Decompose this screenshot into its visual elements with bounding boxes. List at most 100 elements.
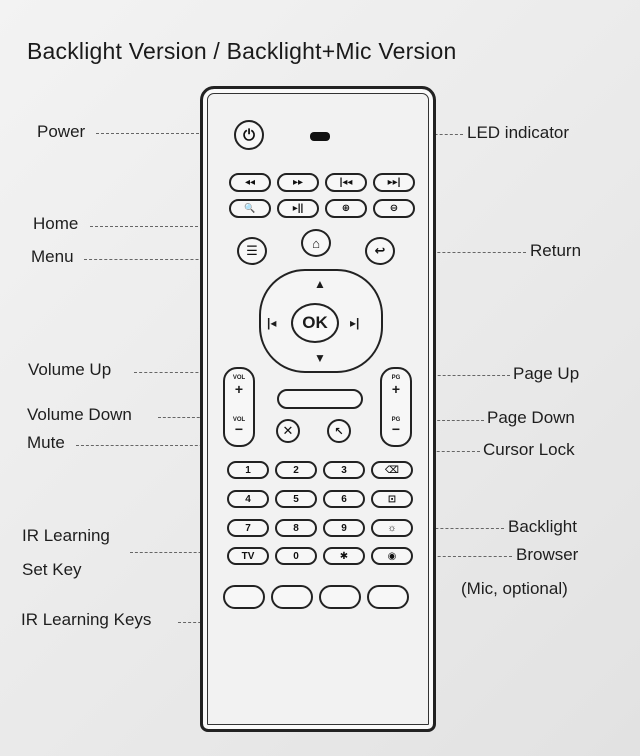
label-page-up: Page Up bbox=[513, 364, 580, 383]
remote-control: ⏻ ◂◂ ▸▸ |◂◂ ▸▸| 🔍 ▸|| ⊕ ⊖ ☰ ⌂ ↩ ▲ ▼ |◂ ▸… bbox=[200, 86, 436, 732]
ir-learning-key-1[interactable] bbox=[223, 585, 265, 609]
browser-icon: ◉ bbox=[387, 550, 397, 562]
leader-power bbox=[96, 133, 234, 134]
search-icon: 🔍 bbox=[244, 203, 256, 213]
leader-menu bbox=[84, 259, 234, 260]
volume-down-label: VOL bbox=[232, 417, 246, 423]
led-indicator bbox=[310, 132, 330, 141]
leader-volume-down bbox=[158, 417, 224, 418]
media-rewind-button[interactable]: ◂◂ bbox=[229, 173, 271, 192]
key-5[interactable]: 5 bbox=[275, 490, 317, 508]
menu-button[interactable]: ☰ bbox=[237, 237, 267, 265]
key-0[interactable]: 0 bbox=[275, 547, 317, 565]
label-ir-learning-set-2: Set Key bbox=[22, 560, 82, 579]
microphone-button[interactable] bbox=[277, 389, 363, 409]
key-3[interactable]: 3 bbox=[323, 461, 365, 479]
forward-icon: ▸▸ bbox=[292, 177, 304, 188]
label-home: Home bbox=[33, 214, 79, 233]
leader-return bbox=[392, 252, 526, 253]
key-9[interactable]: 9 bbox=[323, 519, 365, 537]
menu-icon: ☰ bbox=[246, 243, 258, 258]
cursor-lock-button[interactable]: ↖ bbox=[327, 419, 351, 443]
zoom-in-icon: ⊕ bbox=[341, 203, 351, 214]
label-menu: Menu bbox=[31, 247, 74, 266]
label-backlight: Backlight bbox=[508, 517, 577, 536]
leader-mute bbox=[76, 445, 282, 446]
leader-ir-set-key bbox=[130, 552, 226, 553]
volume-rocker[interactable]: VOL + VOL − bbox=[223, 367, 255, 447]
key-8[interactable]: 8 bbox=[275, 519, 317, 537]
label-ir-learning-set-1: IR Learning bbox=[22, 526, 110, 545]
search-button[interactable]: 🔍 bbox=[229, 199, 271, 218]
key-delete[interactable]: ⌫ bbox=[371, 461, 413, 479]
page-rocker[interactable]: PG + PG − bbox=[380, 367, 412, 447]
leader-backlight bbox=[400, 528, 504, 529]
leader-volume-up bbox=[134, 372, 224, 373]
dpad-left-icon: |◂ bbox=[267, 316, 277, 330]
dpad-right-icon: ▸| bbox=[350, 316, 360, 330]
label-cursor-lock: Cursor Lock bbox=[483, 440, 575, 459]
mute-button[interactable]: ✕ bbox=[276, 419, 300, 443]
leader-page-down bbox=[408, 420, 484, 421]
media-previous-button[interactable]: |◂◂ bbox=[325, 173, 367, 192]
leader-page-up bbox=[408, 375, 510, 376]
ir-learning-key-2[interactable] bbox=[271, 585, 313, 609]
previous-icon: |◂◂ bbox=[339, 177, 353, 188]
key-6[interactable]: 6 bbox=[323, 490, 365, 508]
mute-icon: ✕ bbox=[282, 423, 294, 438]
media-next-button[interactable]: ▸▸| bbox=[373, 173, 415, 192]
label-led-indicator: LED indicator bbox=[467, 123, 570, 142]
page-up-icon: + bbox=[391, 381, 401, 397]
media-forward-button[interactable]: ▸▸ bbox=[277, 173, 319, 192]
label-volume-up: Volume Up bbox=[28, 360, 112, 379]
return-button[interactable]: ↩ bbox=[365, 237, 395, 265]
ok-button[interactable]: OK bbox=[291, 303, 339, 343]
leader-home bbox=[90, 226, 308, 227]
key-4[interactable]: 4 bbox=[227, 490, 269, 508]
ir-learning-key-3[interactable] bbox=[319, 585, 361, 609]
zoom-out-button[interactable]: ⊖ bbox=[373, 199, 415, 218]
ir-learning-key-4[interactable] bbox=[367, 585, 409, 609]
key-2[interactable]: 2 bbox=[275, 461, 317, 479]
home-icon: ⌂ bbox=[312, 235, 320, 251]
volume-down-icon: − bbox=[234, 421, 244, 437]
return-icon: ↩ bbox=[374, 243, 386, 258]
play-pause-button[interactable]: ▸|| bbox=[277, 199, 319, 218]
cursor-icon: ↖ bbox=[334, 425, 344, 438]
volume-up-icon: + bbox=[234, 381, 244, 397]
key-input[interactable]: ⊡ bbox=[371, 490, 413, 508]
label-mic-note: (Mic, optional) bbox=[461, 579, 568, 598]
page-down-icon: − bbox=[391, 421, 401, 437]
label-ir-learning-keys: IR Learning Keys bbox=[21, 610, 152, 629]
input-icon: ⊡ bbox=[387, 493, 397, 505]
microphone-icon: ✱ bbox=[339, 550, 349, 562]
label-volume-down: Volume Down bbox=[27, 405, 132, 424]
label-browser: Browser bbox=[516, 545, 579, 564]
leader-browser bbox=[402, 556, 512, 557]
label-power: Power bbox=[37, 122, 86, 141]
home-button[interactable]: ⌂ bbox=[301, 229, 331, 257]
label-page-down: Page Down bbox=[487, 408, 575, 427]
key-7[interactable]: 7 bbox=[227, 519, 269, 537]
browser-button[interactable]: ◉ bbox=[371, 547, 413, 565]
play-pause-icon: ▸|| bbox=[292, 203, 304, 214]
key-1[interactable]: 1 bbox=[227, 461, 269, 479]
tv-key[interactable]: TV bbox=[227, 547, 269, 565]
zoom-out-icon: ⊖ bbox=[389, 203, 399, 214]
label-mute: Mute bbox=[27, 433, 65, 452]
page-up-label: PG bbox=[391, 375, 401, 381]
delete-icon: ⌫ bbox=[384, 464, 400, 476]
backlight-icon: ☼ bbox=[387, 522, 397, 534]
zoom-in-button[interactable]: ⊕ bbox=[325, 199, 367, 218]
next-icon: ▸▸| bbox=[387, 177, 401, 188]
volume-up-label: VOL bbox=[232, 375, 246, 381]
power-button[interactable]: ⏻ bbox=[234, 120, 264, 150]
page-title: Backlight Version / Backlight+Mic Versio… bbox=[27, 38, 457, 64]
power-icon: ⏻ bbox=[243, 126, 255, 144]
dpad-up-icon: ▲ bbox=[314, 277, 326, 291]
page-down-label: PG bbox=[391, 417, 401, 423]
microphone-key[interactable]: ✱ bbox=[323, 547, 365, 565]
label-return: Return bbox=[530, 241, 582, 260]
backlight-button[interactable]: ☼ bbox=[371, 519, 413, 537]
rewind-icon: ◂◂ bbox=[244, 177, 256, 188]
